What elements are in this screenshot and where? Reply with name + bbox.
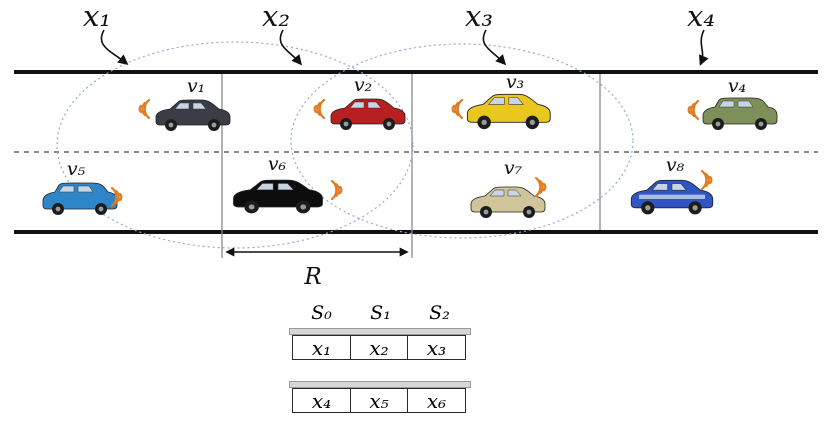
vehicle-v3 [466,93,551,130]
vehicle-v6 [233,179,323,214]
vehicle-v2 [330,98,406,130]
vehicle-label-v8: v₈ [666,154,685,176]
segment-arrow-x2 [279,29,302,66]
car-windows [255,183,295,191]
wifi-icon-v4 [687,99,700,121]
vehicle-v4 [702,97,778,130]
car-hub [758,121,764,127]
segment-arrow-x3 [482,29,507,66]
table-cell-x1: x₁ [292,335,351,360]
wifi-icon-v2 [313,98,326,120]
car-hub [300,204,307,210]
car-windows [718,100,754,108]
car-windows [489,189,522,197]
vehicle-label-v3: v₃ [506,71,524,93]
vehicle-label-v4: v₄ [728,75,746,97]
car-body [233,179,323,208]
vehicle-v7 [470,186,546,218]
segment-arrow-x4 [698,29,709,66]
car-body [330,98,406,125]
car-hub [526,209,532,215]
table-top-strip [289,381,471,388]
car-hub [483,209,489,215]
vehicle-label-v6: v₆ [268,153,287,175]
range-label: R [303,264,321,290]
table-cell-x3: x₃ [407,335,466,360]
vehicle-label-v7: v₇ [504,157,523,179]
segment-table-2: x₄ x₅ x₆ [289,381,471,413]
car-hub [645,205,651,211]
vehicle-label-v5: v₅ [67,158,86,180]
car-hub [343,121,349,127]
wifi-icon-v3 [451,98,464,120]
wifi-icon-v1 [138,98,151,120]
car-hub [98,206,104,212]
segment-label-x4: x₄ [687,0,715,33]
wifi-icon-v8 [700,169,713,191]
car-windows [349,101,382,109]
header-s1: S₁ [370,302,391,324]
car-body [470,186,546,213]
car-hub [692,205,698,211]
vehicle-v5 [42,182,118,215]
car-body [630,179,714,209]
segment-label-x1: x₁ [83,0,111,33]
vehicle-v1 [155,99,231,131]
car-hub [55,206,61,212]
comm-range-ellipse-1 [56,41,414,249]
table-cell-x6: x₆ [407,388,466,413]
wifi-icon-v7 [534,176,547,198]
table-cell-x5: x₅ [349,388,409,413]
car-body [466,93,551,123]
car-windows [651,183,687,191]
table-cell-x2: x₂ [349,335,409,360]
wifi-icon-v5 [110,186,123,208]
table-row: x₁ x₂ x₃ [292,335,471,360]
segment-label-x2: x₂ [262,0,290,33]
table-top-strip [289,328,471,335]
car-hub [211,122,217,128]
wifi-icon-v6 [330,179,343,201]
car-hub [715,121,721,127]
car-hub [168,122,174,128]
segment-label-x3: x₃ [465,0,493,33]
table-row: x₄ x₅ x₆ [292,388,471,413]
segment-arrow-x1 [100,29,129,65]
header-s2: S₂ [429,302,450,324]
vehicle-label-v2: v₂ [354,74,372,96]
car-hub [386,121,392,127]
segment-table-1: x₁ x₂ x₃ [289,328,471,360]
car-hub [248,204,255,210]
car-windows [58,185,94,193]
header-s0: S₀ [311,302,332,324]
car-stripe [639,194,705,199]
vehicle-v8 [630,179,714,215]
car-body [155,99,231,126]
comm-range-ellipse-2 [290,43,634,239]
car-windows [174,102,207,110]
car-hub [481,119,487,126]
car-windows [488,97,524,105]
table-headers: S₀ S₁ S₂ [292,302,469,324]
table-cell-x4: x₄ [292,388,351,413]
car-hub [529,119,536,126]
vehicle-label-v1: v₁ [187,75,205,97]
